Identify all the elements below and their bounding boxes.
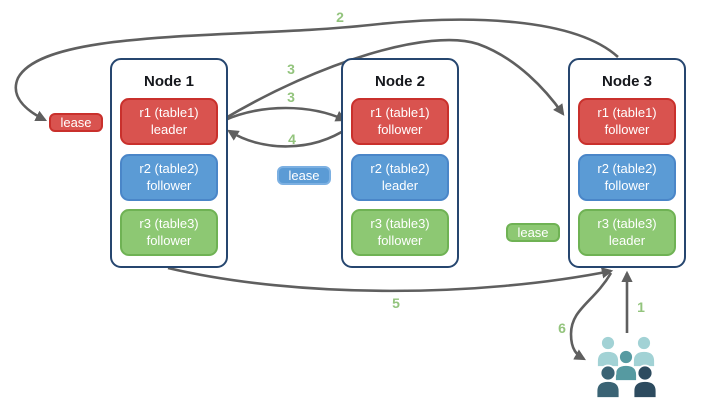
replica-role: leader [150,121,188,137]
step-label-4: 4 [288,131,296,147]
replica-name: r2 (table2) [139,160,199,176]
lease-label: lease [60,115,92,130]
arrow-step3-node1-to-node3 [223,38,565,121]
replica-name: r3 (table3) [139,215,199,231]
replica-r1-node2: r1 (table1) follower [351,98,449,145]
lease-label: lease [517,225,549,240]
node-2: Node 2 r1 (table1) follower r2 (table2) … [341,58,459,268]
lease-badge-table3: lease [506,223,560,242]
node-1: Node 1 r1 (table1) leader r2 (table2) fo… [110,58,228,268]
replica-role: follower [604,177,650,193]
replica-r3-node3: r3 (table3) leader [578,209,676,256]
replica-role: follower [377,121,423,137]
node-3: Node 3 r1 (table1) follower r2 (table2) … [568,58,686,268]
lease-badge-table2: lease [277,166,331,185]
replica-name: r1 (table1) [597,104,657,120]
person-icon [632,364,658,399]
node-title: Node 3 [601,73,652,90]
lease-badge-table1: lease [49,113,103,132]
arrow-step5-node1-to-node3 [167,266,614,293]
replica-name: r1 (table1) [370,104,430,120]
replica-name: r2 (table2) [597,160,657,176]
replica-name: r3 (table3) [597,215,657,231]
arrow-step3-node1-to-node2 [224,106,348,122]
arrow-step2-node3-to-lease1 [14,18,619,122]
replica-r3-node1: r3 (table3) follower [120,209,218,256]
replica-name: r2 (table2) [370,160,430,176]
person-icon [596,335,620,368]
replica-r2-node2: r2 (table2) leader [351,154,449,201]
step-label-3b: 3 [287,89,295,105]
node-title: Node 2 [374,73,425,90]
replica-r2-node1: r2 (table2) follower [120,154,218,201]
step-label-1: 1 [637,299,645,315]
replica-role: leader [608,232,646,248]
replica-role: leader [381,177,419,193]
node-title: Node 1 [143,73,194,90]
replica-role: follower [377,232,423,248]
replica-name: r3 (table3) [370,215,430,231]
replica-name: r1 (table1) [139,104,199,120]
replica-role: follower [146,177,192,193]
lease-label: lease [288,168,320,183]
replica-role: follower [146,232,192,248]
replica-r1-node3: r1 (table1) follower [578,98,676,145]
step-label-5: 5 [392,295,400,311]
person-icon [632,335,656,368]
step-label-6: 6 [558,320,566,336]
step-label-3a: 3 [287,61,295,77]
replica-r3-node2: r3 (table3) follower [351,209,449,256]
replica-r1-node1: r1 (table1) leader [120,98,218,145]
person-icon [595,364,621,399]
step-label-2: 2 [336,9,344,25]
replica-r2-node3: r2 (table2) follower [578,154,676,201]
replica-role: follower [604,121,650,137]
arrow-step4-node2-to-node1 [227,126,349,148]
arrow-step6-node3-to-clients [569,272,613,361]
